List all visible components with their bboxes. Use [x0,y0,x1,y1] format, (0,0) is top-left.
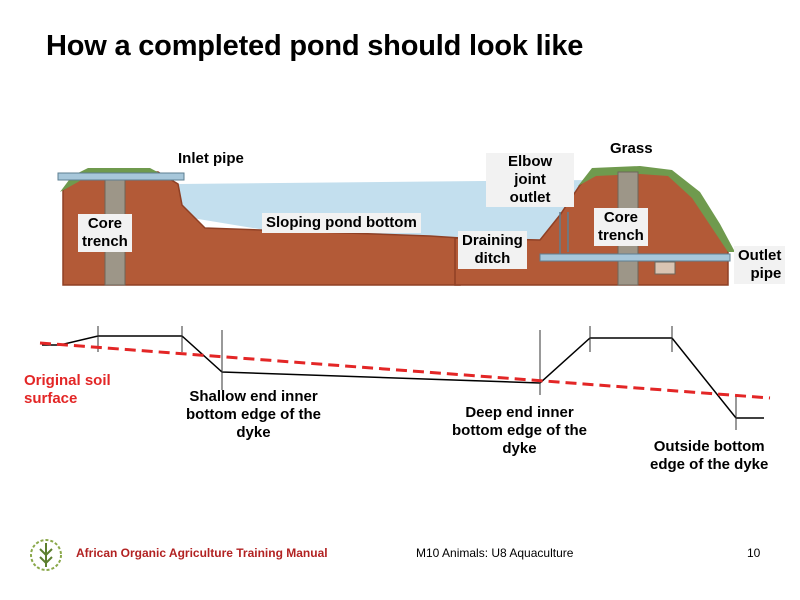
footer-module: M10 Animals: U8 Aquaculture [416,546,574,560]
slide-title: How a completed pond should look like [46,30,584,62]
dyke-profile-line [42,335,764,419]
inlet-pipe-label: Inlet pipe [178,150,244,167]
footer-manual-title: African Organic Agriculture Training Man… [76,546,328,560]
sloping-bottom-label: Sloping pond bottom [262,213,421,233]
organic-agriculture-logo-icon [30,539,62,571]
grass-label: Grass [610,140,653,157]
outlet-box-shape [654,261,676,275]
grass-right [578,166,735,252]
elbow-outlet-shape [559,212,569,258]
footer-page-number: 10 [747,546,761,560]
outlet-pipe-shape [539,253,731,262]
inlet-pipe-shape [57,172,185,181]
original-soil-surface-line [39,341,771,400]
